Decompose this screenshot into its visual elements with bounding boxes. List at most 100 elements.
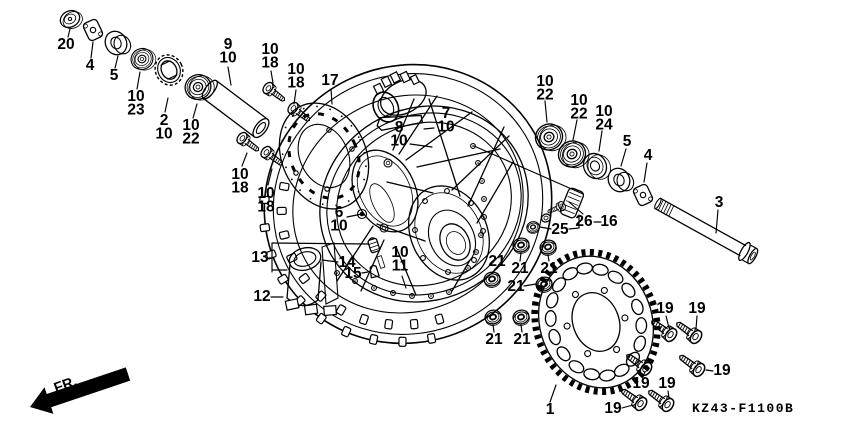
callout-part-19-e: 19 xyxy=(604,400,634,417)
callout-label: 13 xyxy=(251,249,269,266)
callout-part-1: 1 xyxy=(546,384,557,418)
callout-label: 19 xyxy=(632,375,650,392)
callout-leader xyxy=(643,162,648,183)
sprocket-drawing xyxy=(531,248,661,396)
callout-part-19-c: 19 xyxy=(632,371,650,392)
callout-label: 19 xyxy=(713,362,731,379)
bearing-left2-drawing xyxy=(180,68,219,107)
distance-collar-drawing xyxy=(201,79,270,139)
sprocket-bolt-drawing xyxy=(674,349,708,380)
rim-drawing xyxy=(319,105,529,303)
callout-label: 19 xyxy=(656,300,674,317)
disc-bolt-drawing xyxy=(285,99,314,126)
callout-leader xyxy=(715,209,719,234)
callout-label: 21 xyxy=(485,331,503,348)
callout-label: 21 xyxy=(507,278,525,295)
dust-seal-drawing xyxy=(578,147,616,186)
side-collar-left-drawing xyxy=(100,25,135,61)
callout-leader xyxy=(547,254,550,262)
callout-part-14: 14 xyxy=(321,254,356,271)
callout-leader xyxy=(642,371,646,377)
disc-bolt-drawing xyxy=(234,129,263,156)
tire-tread-knobs xyxy=(259,181,445,347)
callout-label: 4 xyxy=(86,57,95,74)
callout-part-26: 26 xyxy=(568,201,602,230)
callout-leader xyxy=(321,259,339,263)
front-direction-label: FR. xyxy=(52,374,79,397)
axle-shaft-drawing xyxy=(654,197,759,265)
callout-leader xyxy=(695,315,698,330)
callout-leader xyxy=(361,271,369,274)
sprocket-nut-drawing xyxy=(510,307,532,329)
side-collar-right-drawing xyxy=(603,162,638,198)
axle-holder-drawing xyxy=(372,70,427,131)
bearing-left-drawing xyxy=(126,43,160,76)
callout-leader xyxy=(114,55,119,69)
callout-part-25: 25 xyxy=(539,214,580,238)
callout-leader xyxy=(492,268,496,274)
callout-leader xyxy=(192,103,198,119)
callout-label: 21 xyxy=(488,253,506,270)
callout-leader xyxy=(293,89,297,105)
callout-leader xyxy=(568,214,580,230)
bearing-retainer-drawing xyxy=(154,54,184,86)
sprocket-nut-drawing xyxy=(537,237,559,259)
callout-part-5-left: 5 xyxy=(110,55,119,84)
adjuster-plate-left-drawing xyxy=(81,17,105,43)
callout-label: 12 xyxy=(253,288,270,305)
callout-label: 19 xyxy=(604,400,622,417)
callout-leader xyxy=(598,130,603,152)
callout-label: 15 xyxy=(344,265,362,282)
tire-drawing xyxy=(259,63,553,347)
callout-label: 3 xyxy=(715,194,724,211)
tire-valve-drawing xyxy=(367,237,386,279)
callout-part-21-a: 21 xyxy=(511,252,529,277)
front-arrow-icon xyxy=(30,367,131,414)
callout-leader xyxy=(241,152,248,167)
callout-label: 5 xyxy=(110,67,119,84)
callout-part-19-a: 19 xyxy=(656,300,674,329)
callout-label: 16 xyxy=(600,213,618,230)
callout-leader xyxy=(549,384,557,403)
callout-part-4-right: 4 xyxy=(643,147,653,183)
callout-leader xyxy=(136,71,141,90)
diagram-code: KZ43-F1100B xyxy=(692,401,794,416)
callout-label: 21 xyxy=(540,260,558,277)
axle-nut-drawing xyxy=(59,9,83,29)
callout-part-17: 17 xyxy=(321,72,339,105)
callout-leader xyxy=(271,242,369,245)
front-direction-indicator: FR. xyxy=(30,367,131,414)
callout-part-20: 20 xyxy=(57,28,75,53)
callout-label: 20 xyxy=(57,36,74,53)
callout-leader xyxy=(330,88,333,105)
callout-leader xyxy=(705,369,714,372)
rim-lock-drawing xyxy=(284,242,339,317)
callout-label: 21 xyxy=(513,331,531,348)
callout-part-12: 12 xyxy=(253,288,284,305)
callout-leader xyxy=(409,143,433,148)
